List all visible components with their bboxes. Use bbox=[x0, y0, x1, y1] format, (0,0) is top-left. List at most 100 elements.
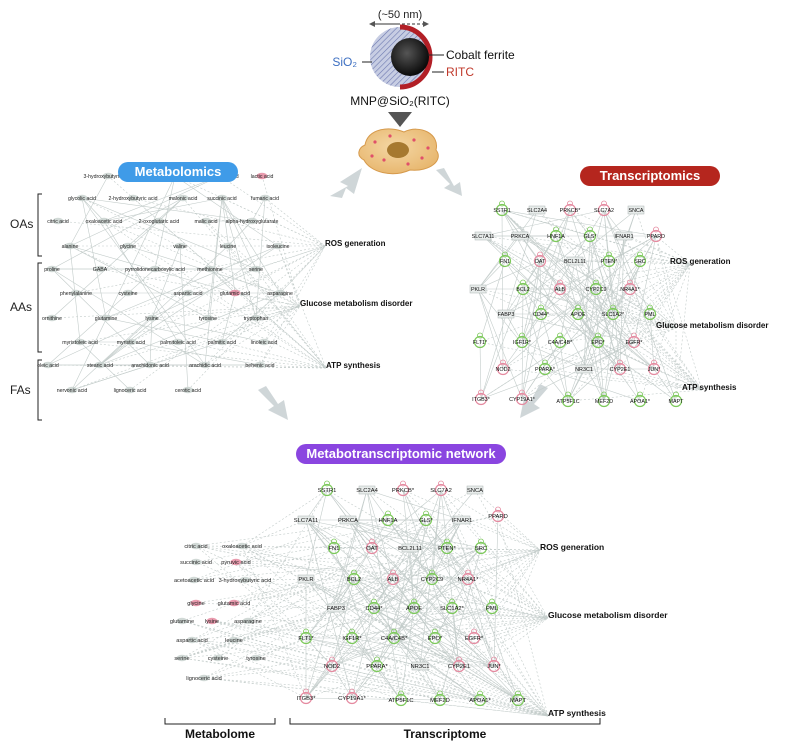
cobalt-ferrite-core bbox=[391, 38, 429, 76]
network-edge bbox=[393, 617, 549, 639]
network-gene-label: CYP2C9 bbox=[421, 577, 444, 583]
network-metabolite-node: leucine bbox=[225, 636, 243, 644]
metabolomics-metabolite-label: 2-hydroxybutyric acid bbox=[108, 196, 157, 202]
network-edge bbox=[221, 197, 257, 319]
network-edge bbox=[235, 561, 307, 639]
transcriptomics-gene-label: SLC1A2* bbox=[602, 312, 625, 318]
metabolomics-metabolite-label: lignoceric acid bbox=[114, 388, 147, 394]
group-label-aas: AAs bbox=[10, 300, 32, 314]
metabolomics-metabolite-label: cysteine bbox=[118, 291, 137, 297]
network-edge bbox=[479, 341, 482, 400]
metabolomics-metabolite-label: nervonic acid bbox=[57, 388, 88, 394]
transcriptomics-gene-label: MEF2D bbox=[595, 399, 613, 405]
network-edge bbox=[477, 288, 523, 400]
network-edge bbox=[473, 617, 549, 639]
network-edge bbox=[589, 235, 635, 343]
transcriptomics-gene-label: OAT bbox=[535, 259, 546, 265]
transcriptomics-gene-node: FN1 bbox=[498, 251, 512, 268]
network-edge bbox=[639, 260, 691, 265]
network-edge bbox=[103, 197, 223, 222]
metabolomics-metabolite-node: myristic acid bbox=[117, 338, 145, 346]
network-edge bbox=[221, 341, 327, 369]
network-edge bbox=[227, 220, 253, 247]
network-edge bbox=[57, 220, 326, 247]
network-edge bbox=[633, 263, 691, 343]
network-edge bbox=[522, 235, 591, 290]
network-edge bbox=[247, 620, 549, 717]
network-edge bbox=[477, 260, 506, 290]
arrow-trans-to-network bbox=[520, 384, 548, 418]
network-edge bbox=[191, 639, 333, 667]
metabolomics-metabolite-label: behenic acid bbox=[245, 363, 274, 369]
network-edge bbox=[376, 665, 402, 701]
network-edge bbox=[595, 288, 677, 329]
network-gene-node: BCL2L11 bbox=[398, 543, 422, 553]
nanoparticle-dot bbox=[420, 156, 424, 160]
metabolomics-metabolite-label: leucine bbox=[220, 244, 237, 250]
network-edge bbox=[203, 547, 448, 679]
network-edge bbox=[219, 175, 326, 247]
network-gene-node: SLC1A2* bbox=[440, 598, 465, 615]
network-gene-label: C4A/C4B* bbox=[381, 636, 408, 642]
metabolomics-metabolite-node: phenylalanine bbox=[60, 289, 92, 297]
network-metabolite-label: succinic acid bbox=[180, 560, 212, 566]
transcriptomics-gene-label: MAPT bbox=[669, 399, 685, 405]
metabolomics-metabolite-label: pyrrolidonecarboxylic acid bbox=[125, 267, 185, 273]
network-edge bbox=[351, 607, 375, 699]
network-gene-label: FLT1* bbox=[298, 636, 314, 642]
transcriptomics-gene-label: NR3C1 bbox=[575, 367, 593, 373]
network-edge bbox=[393, 637, 495, 667]
metabolomics-metabolite-label: stearic acid bbox=[87, 363, 113, 369]
metabolomics-metabolite-node: glycine bbox=[120, 242, 136, 250]
network-gene-node: HNF1A bbox=[378, 510, 398, 527]
metabolomics-metabolite-node: cerotic acid bbox=[175, 386, 201, 394]
network-edge bbox=[174, 175, 326, 247]
network-edge bbox=[479, 263, 691, 343]
transcriptomics-gene-label: PPARD bbox=[647, 234, 665, 240]
network-gene-node: CD44* bbox=[365, 598, 383, 615]
network-edge bbox=[149, 305, 301, 366]
network-edge bbox=[502, 288, 561, 370]
metabolomics-metabolite-label: methionine bbox=[197, 267, 222, 273]
network-edge bbox=[233, 639, 402, 701]
network-edge bbox=[81, 197, 107, 319]
cell-illustration bbox=[358, 128, 439, 175]
network-edge bbox=[99, 364, 327, 369]
metabolomics-metabolite-label: lactic acid bbox=[251, 174, 274, 180]
network-edge bbox=[419, 665, 481, 701]
transcriptomics-gene-label: CYP19A1* bbox=[509, 397, 536, 403]
network-edge bbox=[209, 268, 236, 294]
network-metabolite-label: pyruvic acid bbox=[221, 560, 251, 566]
network-edge bbox=[353, 578, 421, 667]
transcriptomics-gene-label: APOA1* bbox=[630, 399, 651, 405]
network-edge bbox=[655, 235, 691, 265]
network-edge bbox=[413, 607, 549, 717]
network-edge bbox=[241, 545, 519, 701]
network-edge bbox=[392, 519, 463, 580]
network-edge bbox=[279, 245, 326, 294]
metabolomics-metabolite-node: lignoceric acid bbox=[114, 386, 147, 394]
network-edge bbox=[351, 607, 493, 639]
arrow-to-transcriptomics bbox=[436, 168, 462, 196]
network-edge bbox=[130, 245, 279, 343]
network-edge bbox=[505, 313, 635, 343]
transcriptomics-outcome-label: ROS generation bbox=[670, 257, 731, 266]
network-edge bbox=[221, 197, 326, 247]
network-metabolite-label: glutamine bbox=[170, 619, 194, 625]
metabolomics-metabolite-node: oxaloacetic acid bbox=[86, 217, 123, 225]
network-gene-label: JUN* bbox=[487, 664, 501, 670]
network-edge bbox=[491, 607, 549, 619]
network-edge bbox=[191, 489, 476, 641]
network-edge bbox=[477, 288, 703, 391]
metabolomics-metabolite-label: linoleic acid bbox=[251, 340, 278, 346]
network-edge bbox=[505, 288, 561, 315]
network-gene-node: PPARD bbox=[488, 506, 508, 523]
metabolomics-metabolite-node: stearic acid bbox=[87, 361, 113, 369]
network-edge bbox=[371, 489, 442, 549]
network-edge bbox=[195, 519, 389, 547]
network-edge bbox=[387, 519, 549, 619]
network-edge bbox=[603, 209, 677, 402]
network-edge bbox=[635, 209, 677, 329]
network-edge bbox=[149, 317, 153, 366]
metabolomics-metabolite-node: linoleic acid bbox=[251, 338, 278, 346]
